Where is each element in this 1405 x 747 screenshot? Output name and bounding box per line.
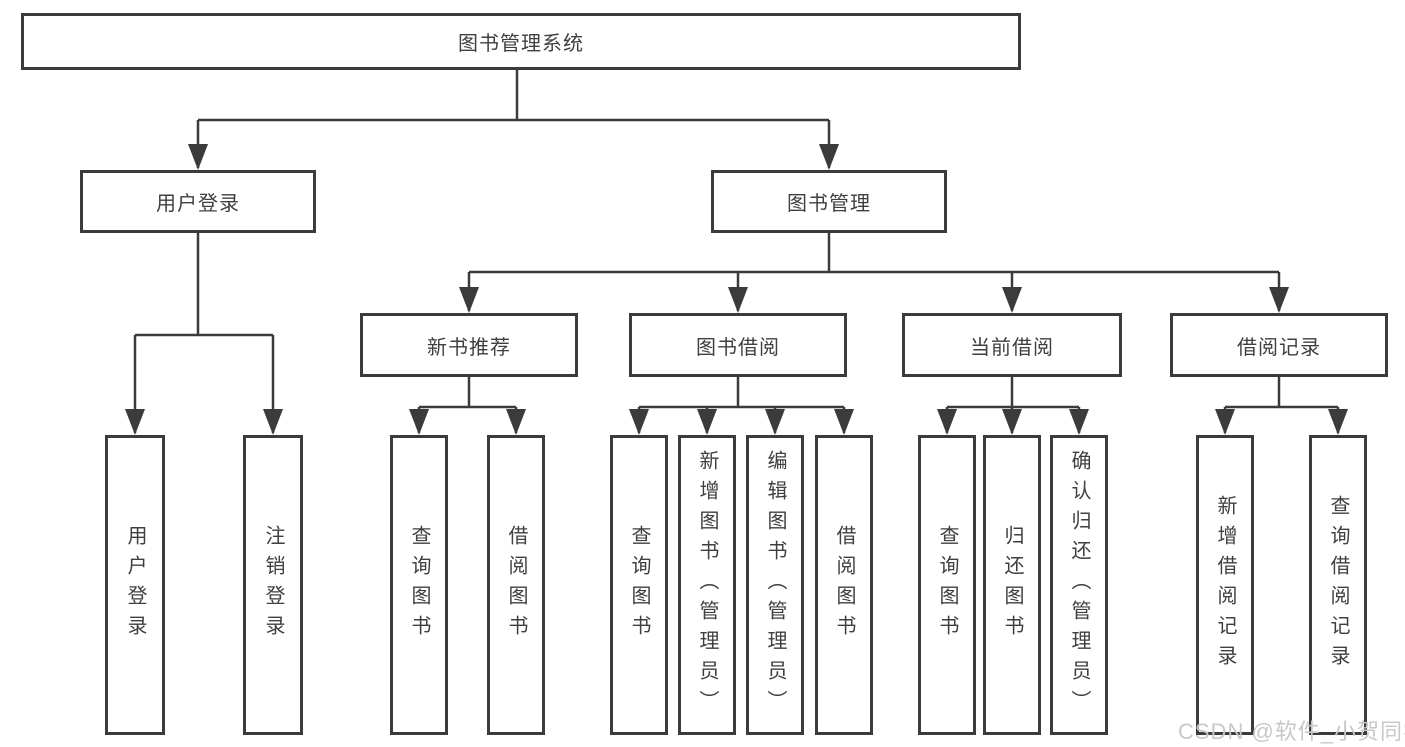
- node-label: 查询图书: [628, 525, 650, 645]
- node-label: 用户登录: [124, 525, 146, 645]
- node-library-management-system: 图书管理系统: [21, 13, 1021, 70]
- node-label: 新书推荐: [427, 336, 511, 359]
- node-leaf-borrow-books-1: 借阅图书: [487, 435, 545, 735]
- connector-root-to-level2: [196, 70, 831, 168]
- node-leaf-add-books-admin: 新增图书（管理员）: [678, 435, 736, 735]
- node-label: 新增借阅记录: [1214, 495, 1236, 675]
- node-label: 用户登录: [156, 193, 240, 215]
- arrowhead-icon: [409, 409, 429, 435]
- arrowhead-icon: [819, 144, 839, 170]
- node-label: 借阅记录: [1237, 336, 1321, 359]
- node-label: 图书管理系统: [458, 33, 584, 55]
- node-label: 编辑图书（管理员）: [764, 450, 786, 720]
- connector-new-book-to-leaves: [417, 377, 518, 433]
- node-label: 确认归还（管理员）: [1068, 450, 1090, 720]
- arrowhead-icon: [506, 409, 526, 435]
- node-current-borrow: 当前借阅: [902, 313, 1122, 377]
- node-leaf-add-borrow-record: 新增借阅记录: [1196, 435, 1254, 735]
- node-book-borrow: 图书借阅: [629, 313, 847, 377]
- node-leaf-borrow-books-2: 借阅图书: [815, 435, 873, 735]
- arrowhead-icon: [125, 409, 145, 435]
- node-leaf-return-books: 归还图书: [983, 435, 1041, 735]
- arrowhead-icon: [1215, 409, 1235, 435]
- arrowhead-icon: [263, 409, 283, 435]
- arrowhead-icon: [1328, 409, 1348, 435]
- node-leaf-query-books-3: 查询图书: [918, 435, 976, 735]
- node-leaf-logout: 注销登录: [243, 435, 303, 735]
- node-leaf-edit-books-admin: 编辑图书（管理员）: [746, 435, 804, 735]
- arrowhead-icon: [834, 409, 854, 435]
- node-leaf-confirm-return-admin: 确认归还（管理员）: [1050, 435, 1108, 735]
- node-leaf-query-books-2: 查询图书: [610, 435, 668, 735]
- node-borrow-records: 借阅记录: [1170, 313, 1388, 377]
- arrowhead-icon: [459, 287, 479, 313]
- arrowhead-icon: [629, 409, 649, 435]
- connector-user-login-to-leaves: [133, 233, 275, 433]
- arrowhead-icon: [1002, 409, 1022, 435]
- arrowhead-icon: [1269, 287, 1289, 313]
- arrowhead-icon: [765, 409, 785, 435]
- arrowhead-icon: [1002, 287, 1022, 313]
- node-label: 图书管理: [787, 193, 871, 215]
- node-book-management: 图书管理: [711, 170, 947, 233]
- csdn-watermark: CSDN @软件_小贺同学: [1178, 719, 1405, 744]
- node-label: 借阅图书: [505, 525, 527, 645]
- connector-borrow-records-to-leaves: [1223, 377, 1340, 433]
- node-label: 借阅图书: [833, 525, 855, 645]
- node-leaf-query-books-1: 查询图书: [390, 435, 448, 735]
- arrowhead-icon: [188, 144, 208, 170]
- connector-book-management-to-level3: [467, 233, 1281, 311]
- node-label: 查询借阅记录: [1327, 495, 1349, 675]
- node-label: 图书借阅: [696, 336, 780, 359]
- node-user-login: 用户登录: [80, 170, 316, 233]
- arrowhead-icon: [1069, 409, 1089, 435]
- node-label: 注销登录: [262, 525, 284, 645]
- node-new-book-recommend: 新书推荐: [360, 313, 578, 377]
- arrowheads: [125, 144, 1348, 435]
- arrowhead-icon: [937, 409, 957, 435]
- node-label: 查询图书: [936, 525, 958, 645]
- node-label: 当前借阅: [970, 336, 1054, 359]
- node-leaf-query-borrow-record: 查询借阅记录: [1309, 435, 1367, 735]
- node-label: 查询图书: [408, 525, 430, 645]
- connector-book-borrow-to-leaves: [637, 377, 846, 433]
- node-leaf-user-login: 用户登录: [105, 435, 165, 735]
- arrowhead-icon: [697, 409, 717, 435]
- node-label: 新增图书（管理员）: [696, 450, 718, 720]
- arrowhead-icon: [728, 287, 748, 313]
- node-label: 归还图书: [1001, 525, 1023, 645]
